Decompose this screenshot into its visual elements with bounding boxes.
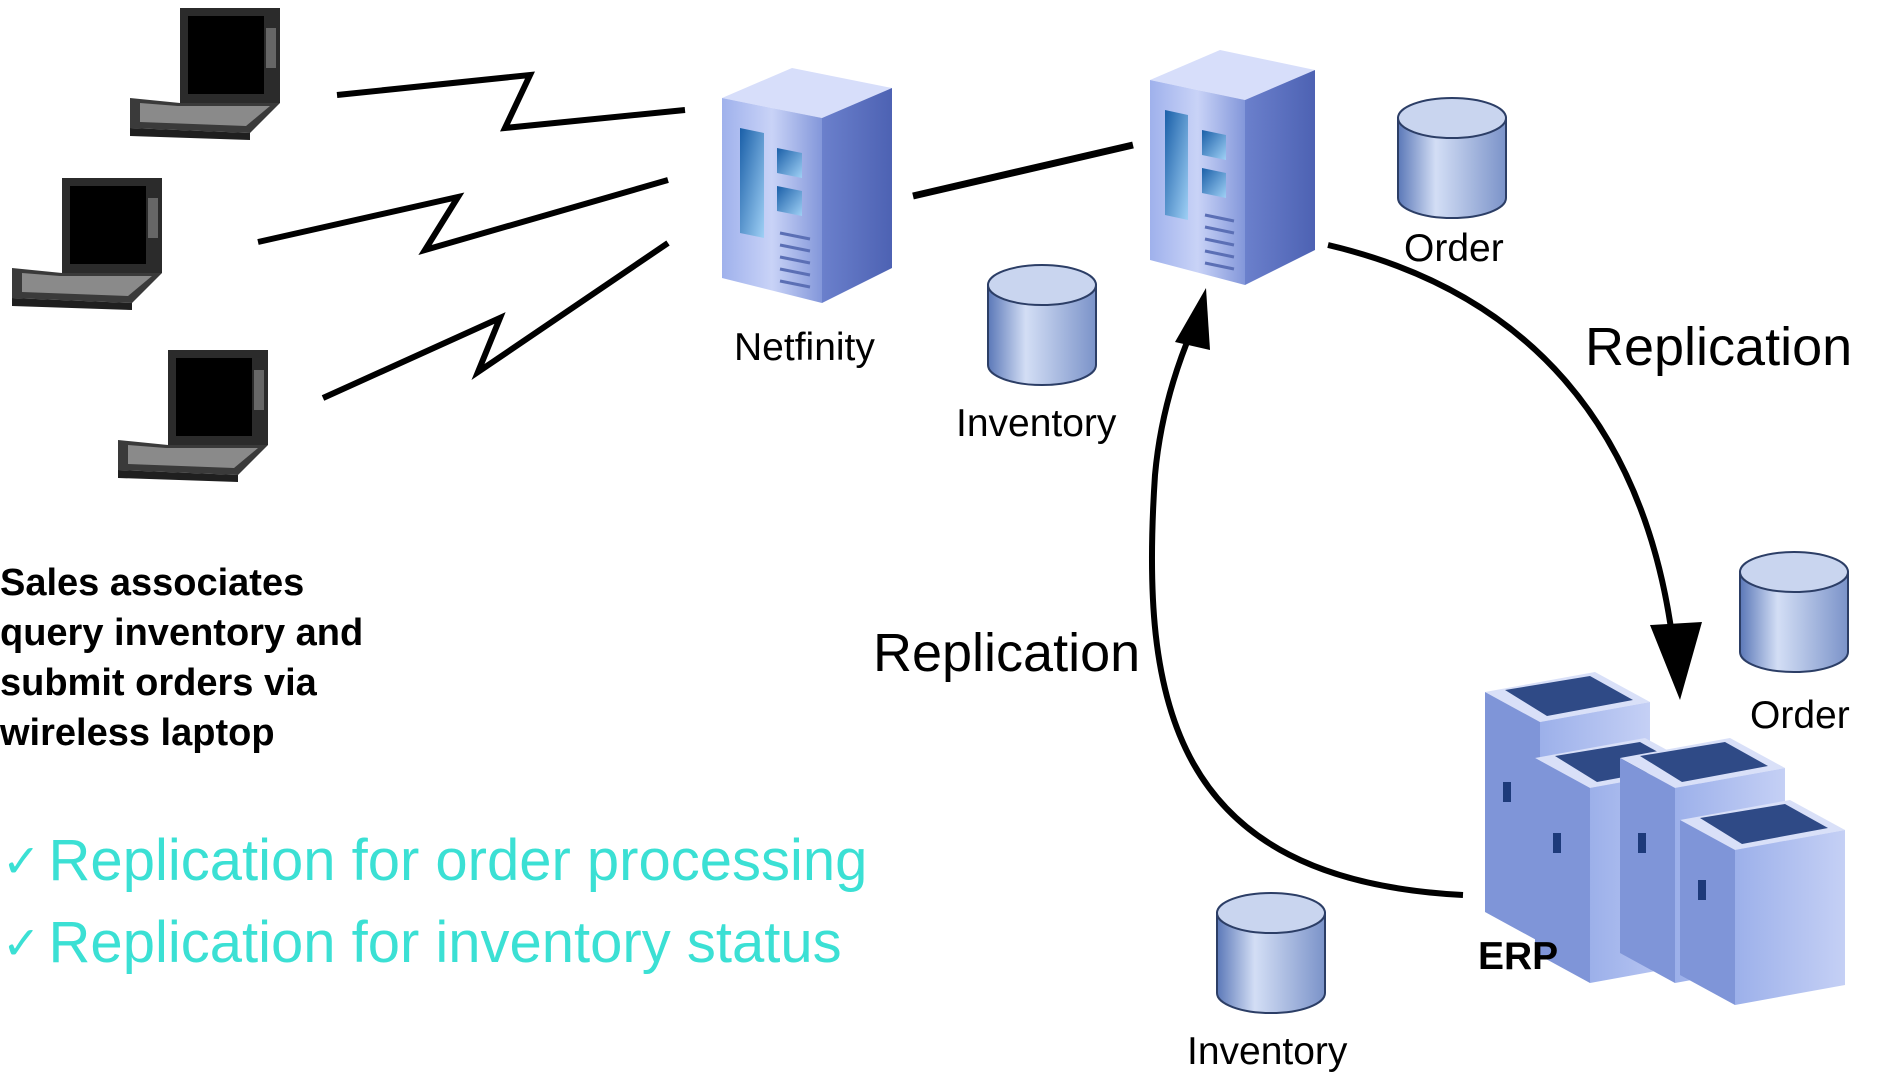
replication-arrow-down — [1327, 242, 1678, 661]
server-link — [912, 141, 1134, 200]
inventory-label: Inventory — [1187, 1030, 1348, 1073]
wireless-link — [336, 71, 686, 132]
bullet-item: ✓ Replication for order processing — [2, 820, 867, 902]
wireless-link — [321, 240, 670, 401]
description-line: submit orders via — [0, 662, 317, 704]
replication-arrow-up — [1148, 328, 1464, 898]
erp-label: ERP — [1478, 935, 1559, 978]
bullet-text: Replication for inventory status — [48, 910, 842, 975]
laptop-icon — [118, 350, 268, 482]
arrowhead — [1175, 288, 1210, 350]
bullet-item: ✓ Replication for inventory status — [2, 902, 867, 984]
description-line: query inventory and — [0, 612, 364, 654]
laptop-icon — [12, 178, 162, 310]
database-icon — [1216, 892, 1326, 1014]
inventory-label: Inventory — [956, 402, 1117, 445]
sales-associates-description: Sales associates query inventory and sub… — [0, 558, 363, 758]
order-label: Order — [1404, 227, 1504, 270]
order-label: Order — [1750, 694, 1850, 737]
replication-label: Replication — [1585, 317, 1853, 377]
arrowhead — [1650, 622, 1702, 700]
erp-server-cluster-icon — [1485, 672, 1845, 1005]
laptop-icon — [130, 8, 280, 140]
description-line: wireless laptop — [0, 712, 275, 754]
database-icon — [1739, 551, 1849, 673]
netfinity-label: Netfinity — [734, 326, 875, 369]
bullet-text: Replication for order processing — [48, 828, 868, 893]
checkmark-icon: ✓ — [2, 835, 41, 887]
database-icon — [1397, 97, 1507, 219]
database-icon — [987, 264, 1097, 386]
wireless-link — [257, 177, 669, 256]
description-line: Sales associates — [0, 562, 305, 604]
server-icon — [722, 68, 892, 303]
server-icon — [1150, 50, 1315, 285]
checkmark-icon: ✓ — [2, 917, 41, 969]
replication-label: Replication — [873, 623, 1141, 683]
bullet-list: ✓ Replication for order processing ✓ Rep… — [2, 820, 867, 984]
